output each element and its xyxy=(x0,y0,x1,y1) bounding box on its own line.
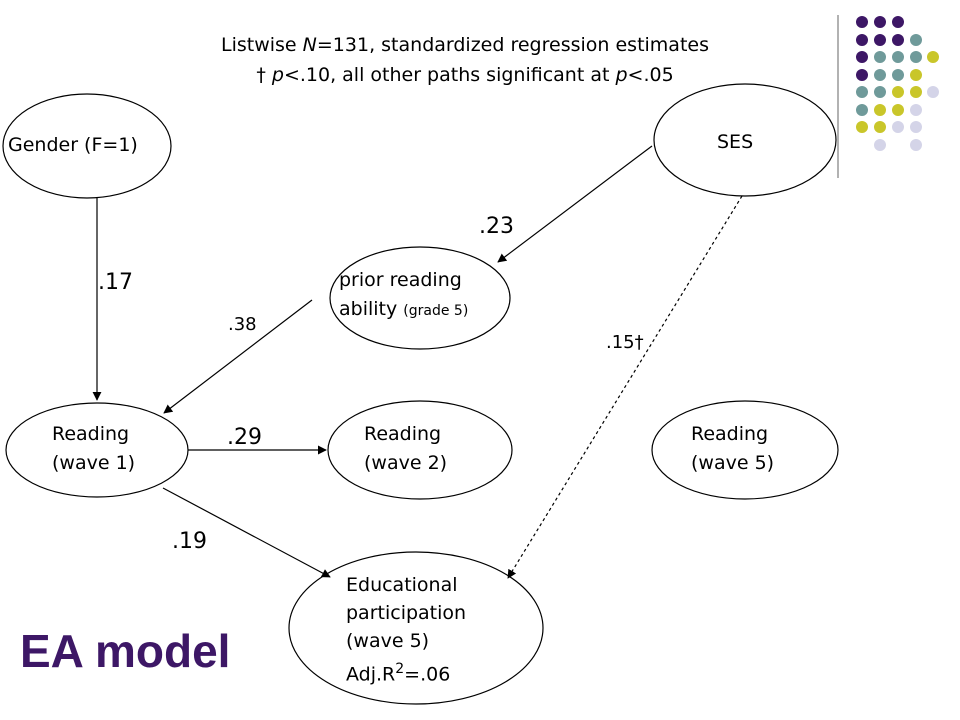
dot xyxy=(910,34,922,46)
node-prior-reading-label-1: prior reading xyxy=(339,269,462,291)
slide-title: EA model xyxy=(20,625,231,677)
path-ses-to-educational-participation xyxy=(507,195,743,579)
dot xyxy=(910,139,922,151)
dot xyxy=(927,86,939,98)
node-reading-wave2-label-2: (wave 2) xyxy=(364,452,448,474)
coef-reading-wave1-educational: .19 xyxy=(172,529,207,554)
dot xyxy=(910,69,922,81)
dot xyxy=(892,121,904,133)
dot xyxy=(874,86,886,98)
dot xyxy=(874,16,886,28)
dot xyxy=(892,86,904,98)
prior-grade-text: (grade 5) xyxy=(403,303,469,319)
node-gender-ellipse xyxy=(2,93,172,199)
header-p-symbol: p xyxy=(615,64,628,86)
edu-adjr-text: Adj.R xyxy=(346,663,396,686)
node-reading-wave2-ellipse xyxy=(327,400,513,500)
node-ses-label: SES xyxy=(717,131,754,153)
dot xyxy=(910,86,922,98)
header-text: <.05 xyxy=(627,64,674,86)
node-reading-wave1-label-1: Reading xyxy=(52,423,130,445)
edu-adjr-superscript: 2 xyxy=(395,661,405,677)
node-reading-wave5-label-1: Reading xyxy=(691,423,769,445)
dot xyxy=(874,34,886,46)
header-text: =131, standardized regression estimates xyxy=(316,34,709,56)
dot xyxy=(856,16,868,28)
coef-ses-educational: .15† xyxy=(606,332,644,353)
dot xyxy=(910,51,922,63)
dot xyxy=(874,139,886,151)
node-edu-label-1: Educational xyxy=(346,574,458,596)
dot xyxy=(892,16,904,28)
node-prior-reading-label-2: ability (grade 5) xyxy=(339,297,468,323)
dot xyxy=(856,34,868,46)
header-p-symbol: p xyxy=(271,64,284,86)
node-gender-label: Gender (F=1) xyxy=(8,134,138,156)
node-edu-label-3: (wave 5) xyxy=(346,630,430,652)
node-reading-wave5-ellipse xyxy=(651,400,839,500)
node-edu-label-4: Adj.R2=.06 xyxy=(346,657,450,686)
dot xyxy=(856,86,868,98)
coef-reading-wave1-reading-wave2: .29 xyxy=(227,425,262,450)
edu-adjr-value: =.06 xyxy=(404,663,451,686)
node-edu-label-2: participation xyxy=(346,602,467,624)
prior-ability-text: ability xyxy=(339,298,404,320)
path-ses-to-prior-reading xyxy=(497,145,653,263)
coef-prior-reading-reading-wave1: .38 xyxy=(228,314,257,335)
dot xyxy=(910,121,922,133)
node-reading-wave1-label-2: (wave 1) xyxy=(52,452,136,474)
header-dagger: † xyxy=(256,64,272,86)
dot xyxy=(856,121,868,133)
dot xyxy=(874,121,886,133)
node-educational-participation-ellipse xyxy=(288,551,544,705)
dot xyxy=(892,34,904,46)
dot xyxy=(892,69,904,81)
node-reading-wave1-ellipse xyxy=(5,402,189,498)
coef-gender-reading-wave1: .17 xyxy=(98,270,133,295)
coef-ses-prior-reading: .23 xyxy=(479,214,514,239)
header-line-2: † p<.10, all other paths significant at … xyxy=(0,62,930,88)
dot xyxy=(856,51,868,63)
dot xyxy=(892,104,904,116)
dot xyxy=(874,69,886,81)
dot xyxy=(910,104,922,116)
node-prior-reading-ellipse xyxy=(329,246,511,350)
dot xyxy=(856,69,868,81)
path-prior-reading-to-reading-wave1 xyxy=(163,299,313,414)
header-line-1: Listwise N=131, standardized regression … xyxy=(0,32,930,58)
dot xyxy=(856,104,868,116)
node-ses-ellipse xyxy=(653,83,837,197)
dot xyxy=(927,51,939,63)
decorative-dot-grid xyxy=(856,16,939,151)
node-reading-wave2-label-1: Reading xyxy=(364,423,442,445)
header-text: Listwise xyxy=(221,34,303,56)
header-n-symbol: N xyxy=(302,34,317,56)
dot xyxy=(874,104,886,116)
dot xyxy=(874,51,886,63)
node-reading-wave5-label-2: (wave 5) xyxy=(691,452,775,474)
dot xyxy=(892,51,904,63)
header-text: <.10, all other paths significant at xyxy=(283,64,616,86)
path-reading-wave1-to-educational-participation xyxy=(162,487,331,578)
